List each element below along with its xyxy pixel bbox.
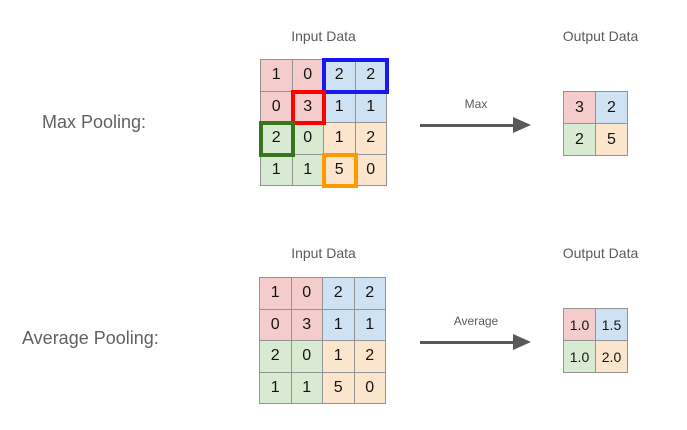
arrow-shaft bbox=[420, 341, 515, 344]
grid-cell: 2 bbox=[261, 123, 293, 155]
input-data-title: Input Data bbox=[291, 28, 356, 44]
grid-cell: 3 bbox=[291, 309, 323, 341]
grid-cell: 0 bbox=[292, 123, 324, 155]
grid-cell: 2 bbox=[324, 60, 356, 92]
output-data-title: Output Data bbox=[562, 28, 639, 44]
grid-cell: 1 bbox=[261, 60, 293, 92]
grid-cell: 1 bbox=[323, 341, 355, 373]
grid-cell: 2 bbox=[354, 341, 386, 373]
grid-cell: 1 bbox=[354, 309, 386, 341]
grid-cell: 1.0 bbox=[564, 309, 596, 341]
grid-cell: 1 bbox=[261, 154, 293, 186]
grid-cell: 0 bbox=[355, 154, 387, 186]
grid-cell: 0 bbox=[291, 278, 323, 310]
grid-cell: 1 bbox=[292, 154, 324, 186]
grid-cell: 1.5 bbox=[596, 309, 628, 341]
grid-cell: 1 bbox=[324, 91, 356, 123]
grid-cell: 1 bbox=[260, 372, 292, 404]
right-arrow-icon bbox=[420, 334, 532, 350]
arrow-shaft bbox=[420, 124, 515, 127]
grid-cell: 0 bbox=[292, 60, 324, 92]
section-label-max-pooling: Max Pooling: bbox=[42, 112, 147, 132]
grid-cell: 2 bbox=[596, 92, 628, 124]
grid-cell: 0 bbox=[261, 91, 293, 123]
grid-cell: 2 bbox=[323, 278, 355, 310]
grid-cell: 5 bbox=[324, 154, 356, 186]
grid-cell: 5 bbox=[323, 372, 355, 404]
right-arrow-icon bbox=[420, 117, 532, 133]
grid-cell: 5 bbox=[596, 124, 628, 156]
grid-cell: 2.0 bbox=[596, 341, 628, 373]
grid-cell: 1 bbox=[355, 91, 387, 123]
grid-cell: 3 bbox=[292, 91, 324, 123]
section-label-average-pooling: Average Pooling: bbox=[22, 328, 159, 348]
grid-cell: 3 bbox=[564, 92, 596, 124]
arrow-head bbox=[513, 334, 531, 350]
arrow-head bbox=[513, 117, 531, 133]
output-data-title: Output Data bbox=[562, 245, 639, 261]
grid-cell: 1 bbox=[324, 123, 356, 155]
arrow-label-max: Max bbox=[464, 97, 488, 111]
grid-cell: 2 bbox=[355, 60, 387, 92]
arrow-label-average: Average bbox=[453, 314, 499, 328]
grid-cell: 0 bbox=[354, 372, 386, 404]
grid-cell: 2 bbox=[564, 124, 596, 156]
input-data-title: Input Data bbox=[291, 245, 356, 261]
grid-cell: 1 bbox=[260, 278, 292, 310]
grid-cell: 1.0 bbox=[564, 341, 596, 373]
grid-cell: 0 bbox=[291, 341, 323, 373]
grid-cell: 2 bbox=[354, 278, 386, 310]
grid-cell: 2 bbox=[260, 341, 292, 373]
grid-cell: 2 bbox=[355, 123, 387, 155]
grid-cell: 1 bbox=[291, 372, 323, 404]
grid-cell: 1 bbox=[323, 309, 355, 341]
grid-cell: 0 bbox=[260, 309, 292, 341]
